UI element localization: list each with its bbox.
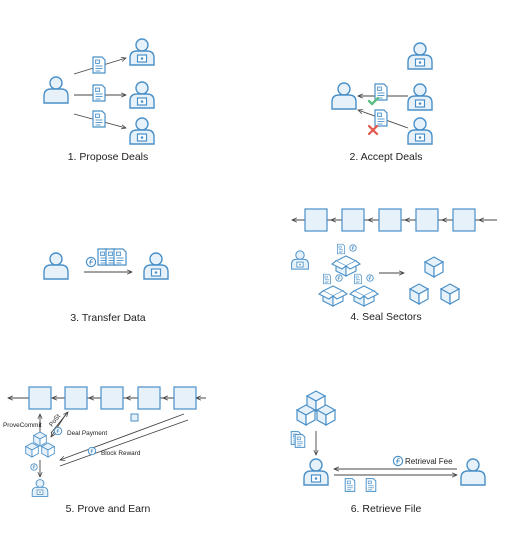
- miner-icon: [129, 81, 155, 109]
- retrieval-fee-label: Retrieval Fee: [405, 457, 453, 466]
- miner-icon: [129, 38, 155, 66]
- prove-commit-label: ProveCommit: [3, 422, 42, 429]
- post-label: PoSt: [48, 413, 62, 428]
- cross-icon: [367, 124, 379, 136]
- document-icon: [294, 434, 306, 448]
- panel-seal-sectors: 4. Seal Sectors: [291, 208, 497, 323]
- panel-retrieve-file: Retrieval Fee 6. Retrieve File: [290, 390, 486, 515]
- caption-accept-deals: 2. Accept Deals: [350, 151, 423, 163]
- check-icon: [367, 96, 380, 106]
- client-person-icon: [331, 82, 357, 110]
- caption-prove-and-earn: 5. Prove and Earn: [66, 503, 151, 515]
- coin-icon: [392, 455, 404, 467]
- coin-icon: [366, 274, 374, 282]
- cube-icon: [439, 283, 461, 306]
- miner-icon: [303, 458, 329, 486]
- block-reward-arrow: [59, 419, 189, 467]
- document-icon: [337, 243, 345, 255]
- coin-icon: [349, 244, 357, 252]
- client-person-icon: [43, 252, 69, 280]
- block-reward-label: Block Reward: [101, 450, 141, 457]
- miner-icon: [129, 117, 155, 145]
- cube-icon: [295, 404, 317, 427]
- document-icon: [354, 273, 362, 285]
- caption-seal-sectors: 4. Seal Sectors: [350, 311, 421, 323]
- block-icon: [341, 208, 365, 232]
- open-box-icon: [348, 285, 380, 307]
- coin-icon: [85, 256, 97, 268]
- miner-icon: [143, 252, 169, 280]
- panel-prove-and-earn: ProveCommit PoSt Deal Payment Block Rewa…: [3, 386, 206, 515]
- document-icon: [365, 478, 377, 492]
- document-icon: [344, 478, 356, 492]
- cube-icon: [40, 442, 56, 458]
- open-box-icon: [317, 285, 349, 307]
- coin-icon: [30, 463, 38, 471]
- caption-retrieve-file: 6. Retrieve File: [351, 503, 422, 515]
- miner-icon: [31, 479, 49, 497]
- cube-icon: [315, 404, 337, 427]
- cube-icon: [32, 431, 48, 447]
- client-person-icon: [43, 76, 69, 104]
- panel-transfer-data: 3. Transfer Data: [43, 248, 169, 324]
- miner-icon: [407, 83, 433, 111]
- miner-icon: [291, 250, 309, 270]
- caption-transfer-data: 3. Transfer Data: [70, 312, 145, 324]
- document-icon: [374, 109, 388, 127]
- coin-icon: [53, 426, 63, 436]
- caption-propose-deals: 1. Propose Deals: [68, 151, 149, 163]
- block-icon: [415, 208, 439, 232]
- open-box-icon: [330, 255, 362, 277]
- document-icon: [374, 83, 388, 101]
- block-icon: [452, 208, 476, 232]
- cube-icon: [423, 256, 445, 279]
- client-person-icon: [460, 458, 486, 486]
- document-icon: [92, 56, 106, 74]
- document-icon: [92, 84, 106, 102]
- document-icon: [113, 248, 127, 266]
- deal-payment-label: Deal Payment: [67, 430, 107, 437]
- cube-icon: [408, 283, 430, 306]
- block-icon: [100, 386, 124, 410]
- block-icon: [304, 208, 328, 232]
- small-block-icon: [130, 413, 139, 422]
- block-icon: [137, 386, 161, 410]
- panel-propose-deals: 1. Propose Deals: [43, 38, 155, 163]
- miner-icon: [407, 117, 433, 145]
- deal-payment-arrow: [51, 413, 67, 437]
- document-icon: [92, 110, 106, 128]
- block-icon: [64, 386, 88, 410]
- panel-accept-deals: 2. Accept Deals: [331, 42, 433, 163]
- document-icon: [323, 273, 331, 285]
- miner-icon: [407, 42, 433, 70]
- block-icon: [28, 386, 52, 410]
- coin-icon: [87, 446, 97, 456]
- block-reward-arrow: [60, 413, 185, 460]
- block-icon: [173, 386, 197, 410]
- block-icon: [378, 208, 402, 232]
- coin-icon: [335, 274, 343, 282]
- cube-icon: [24, 442, 40, 458]
